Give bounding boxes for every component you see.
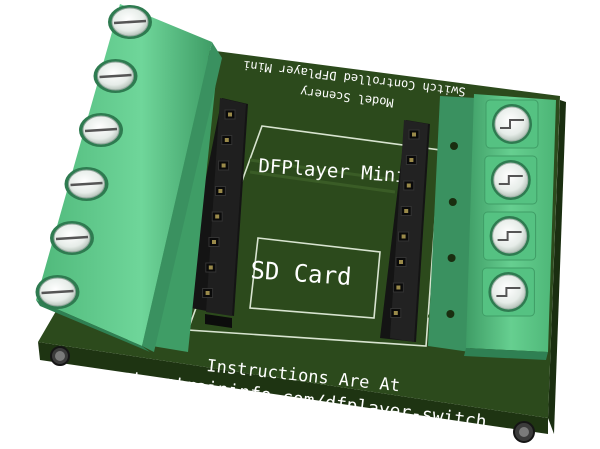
screw-slot [70,181,103,187]
right-terminal-block [428,94,556,360]
mounting-holes [50,346,535,443]
pin-contact [412,132,416,137]
screw-slot [41,289,74,295]
screw-head [492,218,528,254]
pin-contact [401,234,406,239]
pin-contact [221,163,226,168]
screw-head [494,106,530,142]
pin-contact [399,260,403,264]
pin-contact [228,112,232,117]
pcb-edge [38,342,548,434]
screw-slot [497,231,522,241]
screw-slot [500,119,524,129]
pin-contact [406,183,411,188]
pin-contact [393,311,398,315]
screw-slot [496,287,521,297]
wire-entry [450,142,458,150]
pin-contact [409,158,414,162]
wire-entry [448,198,457,206]
screw-head [493,162,529,198]
screw-slot [55,235,89,241]
sd-card-outline [249,237,381,319]
screw-slot [84,127,118,133]
screw-slot [99,73,132,79]
pin-contact [396,285,401,290]
pin-contact [205,291,210,295]
pin-contact [224,138,229,142]
wire-entry [446,310,455,318]
wire-entry [447,254,456,262]
screw-slot [498,175,523,185]
left-terminal-block [35,4,222,352]
screw-slot [113,19,147,25]
pin-contact [218,189,223,193]
pin-contact [404,209,409,213]
right-pin-header [380,120,430,342]
pin-contact [215,214,220,219]
pcb-side-edge [548,100,566,434]
pin-contact [212,240,216,244]
pin-contact [208,265,213,270]
screw-head [490,274,526,310]
